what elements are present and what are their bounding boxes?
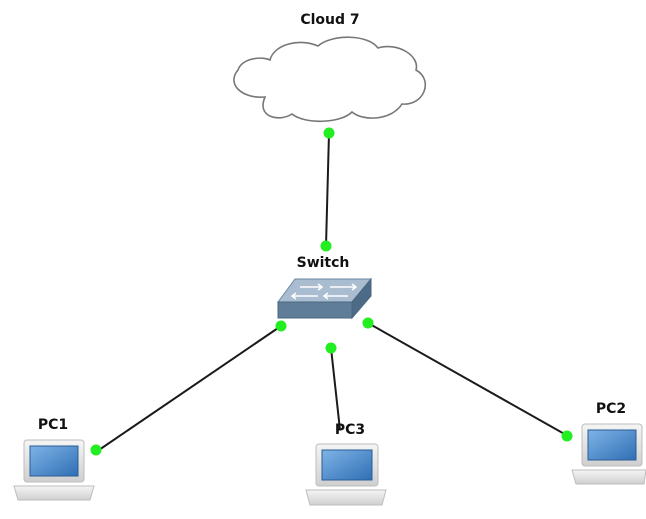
pc3-label: PC3 — [335, 422, 365, 438]
node-pc2[interactable]: PC2 — [571, 401, 646, 485]
port-status-layer — [90, 127, 573, 456]
port-status-dot — [362, 317, 374, 329]
port-status-dot — [320, 240, 332, 252]
link-cloud7-switch[interactable] — [325, 132, 330, 247]
pc1-label: PC1 — [38, 417, 68, 433]
node-pc3[interactable]: PC3 — [305, 422, 387, 506]
cloud-icon — [233, 36, 427, 123]
pc-icon — [305, 443, 387, 506]
port-status-dot — [90, 444, 102, 456]
node-cloud7[interactable]: Cloud 7 — [233, 12, 427, 123]
links-layer — [95, 132, 569, 453]
port-status-dot — [275, 320, 287, 332]
port-status-dot — [325, 342, 337, 354]
link-switch-pc3[interactable] — [330, 347, 341, 431]
node-pc1[interactable]: PC1 — [13, 417, 95, 501]
port-status-dot — [561, 430, 573, 442]
node-switch[interactable]: Switch — [277, 255, 373, 320]
link-switch-pc1[interactable] — [95, 325, 282, 453]
pc-icon — [571, 423, 646, 485]
switch-label: Switch — [297, 255, 350, 271]
switch-icon — [277, 277, 373, 320]
link-switch-pc2[interactable] — [367, 322, 569, 437]
cloud7-label: Cloud 7 — [300, 12, 359, 28]
port-status-dot — [323, 127, 335, 139]
pc2-label: PC2 — [596, 401, 626, 417]
pc-icon — [13, 439, 95, 501]
